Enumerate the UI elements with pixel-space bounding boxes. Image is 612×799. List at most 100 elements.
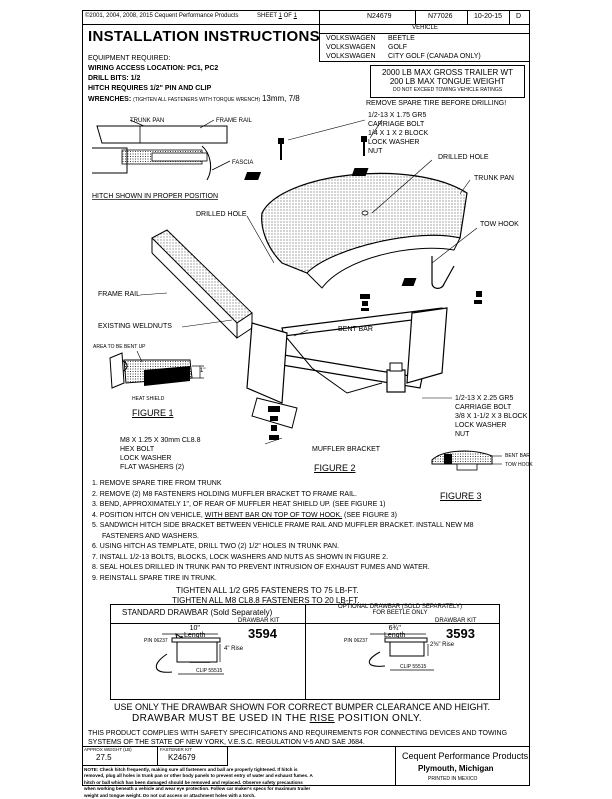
footer-note-line: when working beneath a vehicle and wear … xyxy=(84,786,311,792)
fig3-bent-bar-label: BENT BAR xyxy=(505,453,530,459)
page-frame xyxy=(82,10,530,786)
existing-weldnuts-label: EXISTING WELDNUTS xyxy=(98,323,172,330)
optional-drawbar-title: OPTIONAL DRAWBAR (SOLD SEPARATELY) FOR B… xyxy=(338,604,462,616)
fastener-value: K24679 xyxy=(168,753,196,762)
drilled-hole-top-label: DRILLED HOLE xyxy=(438,154,489,161)
optional-drawbar-drawing xyxy=(368,633,434,671)
one-inch-label: 1" xyxy=(200,368,206,374)
figure3-label: FIGURE 3 xyxy=(440,491,482,501)
max-tongue-weight: 200 LB MAX TONGUE WEIGHT xyxy=(389,77,506,86)
fig1-fascia-label: FASCIA xyxy=(232,160,253,166)
bolt2-line: CARRIAGE BOLT xyxy=(455,404,512,411)
fig1-frame-rail-label: FRAME RAIL xyxy=(216,118,253,124)
company-city: Plymouth, Michigan xyxy=(418,764,494,773)
carriage-bolt-1 xyxy=(244,136,369,180)
weight-box: APPROX WEIGHT (LB) 27.5 xyxy=(82,746,158,766)
figure1-label: FIGURE 1 xyxy=(132,408,174,418)
drilled-hole-left-label: DRILLED HOLE xyxy=(196,211,247,218)
bolt1-line: NUT xyxy=(368,148,383,155)
area-bent-label: AREA TO BE BENT UP xyxy=(93,344,146,350)
muffler-bracket-label: MUFFLER BRACKET xyxy=(312,446,381,453)
leader-lines xyxy=(139,215,452,445)
m8-line: LOCK WASHER xyxy=(120,455,172,462)
standard-drawbar-drawing xyxy=(155,632,224,675)
step-item: 7. INSTALL 1/2-13 BOLTS, BLOCKS, LOCK WA… xyxy=(92,553,389,561)
step-item: 3. BEND, APPROXIMATELY 1", OF REAR OF MU… xyxy=(92,501,386,508)
vehicle-make: VOLKSWAGEN xyxy=(326,53,376,60)
trunk-pan-label: TRUNK PAN xyxy=(474,175,514,182)
std-clip: CLIP 55515 xyxy=(196,668,223,674)
step-item: 8. SEAL HOLES DRILLED IN TRUNK PAN TO PR… xyxy=(92,564,430,571)
opt-clip: CLIP 55515 xyxy=(400,664,427,670)
installation-steps: 1. REMOVE SPARE TIRE FROM TRUNK 2. REMOVE… xyxy=(92,479,522,584)
step-item: 1. REMOVE SPARE TIRE FROM TRUNK xyxy=(92,480,222,487)
revision: D xyxy=(516,13,522,20)
m8-line: HEX BOLT xyxy=(120,446,155,453)
drawbar-notice-2: DRAWBAR MUST BE USED IN THE RISE POSITIO… xyxy=(132,713,422,724)
std-kit-label: DRAWBAR KIT xyxy=(238,618,280,624)
installation-diagram: TRUNK PAN FRAME RAIL FASCIA HITCH SHOWN … xyxy=(92,118,502,471)
hitch xyxy=(246,307,448,429)
frame-rail-label: FRAME RAIL xyxy=(98,291,141,298)
bent-bar-label: BENT BAR xyxy=(338,326,373,333)
standard-drawbar-title: STANDARD DRAWBAR (Sold Separately) xyxy=(122,608,273,617)
footer-note-line: weight and tongue weight. Do not cut acc… xyxy=(84,792,256,798)
drawing-number: N77026 xyxy=(428,13,453,20)
max-trailer-weight: 2000 LB MAX GROSS TRAILER WT xyxy=(381,68,513,77)
equipment-section: EQUIPMENT REQUIRED: WIRING ACCESS LOCATI… xyxy=(88,54,300,105)
step-item: 9. REINSTALL SPARE TIRE IN TRUNK. xyxy=(92,574,217,582)
vehicle-model: CITY GOLF (CANADA ONLY) xyxy=(388,53,481,60)
weight-value: 27.5 xyxy=(96,753,112,762)
drill-bits: DRILL BITS: 1/2 xyxy=(88,75,141,82)
wrenches: WRENCHES: (TIGHTEN ALL FASTENERS WITH TO… xyxy=(88,94,300,103)
fastener-box: FASTENER KIT K24679 xyxy=(158,746,228,766)
trunk-pan xyxy=(261,172,468,289)
company-name: Cequent Performance Products xyxy=(402,751,529,761)
fig1-caption: HITCH SHOWN IN PROPER POSITION xyxy=(92,193,218,200)
printed-in: PRINTED IN MEXICO xyxy=(428,776,478,782)
date: 10-20-15 xyxy=(474,13,503,20)
step-item: 2. REMOVE (2) M8 FASTENERS HOLDING MUFFL… xyxy=(92,490,357,498)
frame-rail xyxy=(151,229,253,339)
vehicle-make: VOLKSWAGEN xyxy=(326,44,376,51)
heat-shield-label: HEAT SHIELD xyxy=(132,396,165,402)
fig1-trunk-pan-label: TRUNK PAN xyxy=(130,118,164,124)
std-length: 10" Length xyxy=(184,625,206,639)
header-strip: ©2001, 2004, 2008, 2015 Cequent Performa… xyxy=(82,10,530,25)
vehicle-model: BEETLE xyxy=(388,35,415,42)
torque-spec-2: TIGHTEN ALL M8 CL8.8 FASTENERS TO 20 LB-… xyxy=(172,596,360,605)
opt-pin: PIN 06237 xyxy=(344,638,368,644)
tow-hook-label: TOW HOOK xyxy=(480,221,519,228)
bolt1-line: 1/2-13 X 1.75 GR5 xyxy=(368,112,427,119)
bolt1-line: LOCK WASHER xyxy=(368,139,420,146)
bolt2-line: NUT xyxy=(455,431,470,438)
figure2-label: FIGURE 2 xyxy=(314,463,356,473)
bolt2-line: 1/2-13 X 2.25 GR5 xyxy=(455,395,514,402)
torque-spec-1: TIGHTEN ALL 1/2 GR5 FASTENERS TO 75 LB-F… xyxy=(176,586,359,595)
hardware-stacks xyxy=(268,278,482,440)
vehicle-row: VOLKSWAGEN CITY GOLF (CANADA ONLY) xyxy=(326,52,530,61)
opt-rise: 2⅜" Rise xyxy=(430,642,455,648)
page-title: INSTALLATION INSTRUCTIONS xyxy=(88,28,320,45)
sheet-label: SHEET 1 OF 1 xyxy=(257,13,297,19)
opt-kit-number: 3593 xyxy=(446,626,475,641)
remove-spare-warning: REMOVE SPARE TIRE BEFORE DRILLING! xyxy=(366,100,507,107)
vehicle-label: VEHICLE xyxy=(320,24,530,34)
part-number: N24679 xyxy=(367,13,392,20)
footer-note-line: hitch or ball which has been damaged sho… xyxy=(84,779,303,785)
equipment-heading: EQUIPMENT REQUIRED: xyxy=(88,55,171,62)
footer-note-line: NOTE: Check hitch frequently, making sur… xyxy=(84,767,298,772)
m8-line: FLAT WASHERS (2) xyxy=(120,464,185,471)
tow-hook-shape xyxy=(431,256,455,289)
footer-note: NOTE: Check hitch frequently, making sur… xyxy=(84,743,394,799)
std-kit-number: 3594 xyxy=(248,626,277,641)
drawbar-notice-1: USE ONLY THE DRAWBAR SHOWN FOR CORRECT B… xyxy=(114,702,491,712)
compliance-text: THIS PRODUCT COMPLIES WITH SAFETY SPECIF… xyxy=(88,730,508,746)
opt-kit-label: DRAWBAR KIT xyxy=(435,618,477,624)
ratings-box: 2000 LB MAX GROSS TRAILER WT 200 LB MAX … xyxy=(370,65,525,98)
